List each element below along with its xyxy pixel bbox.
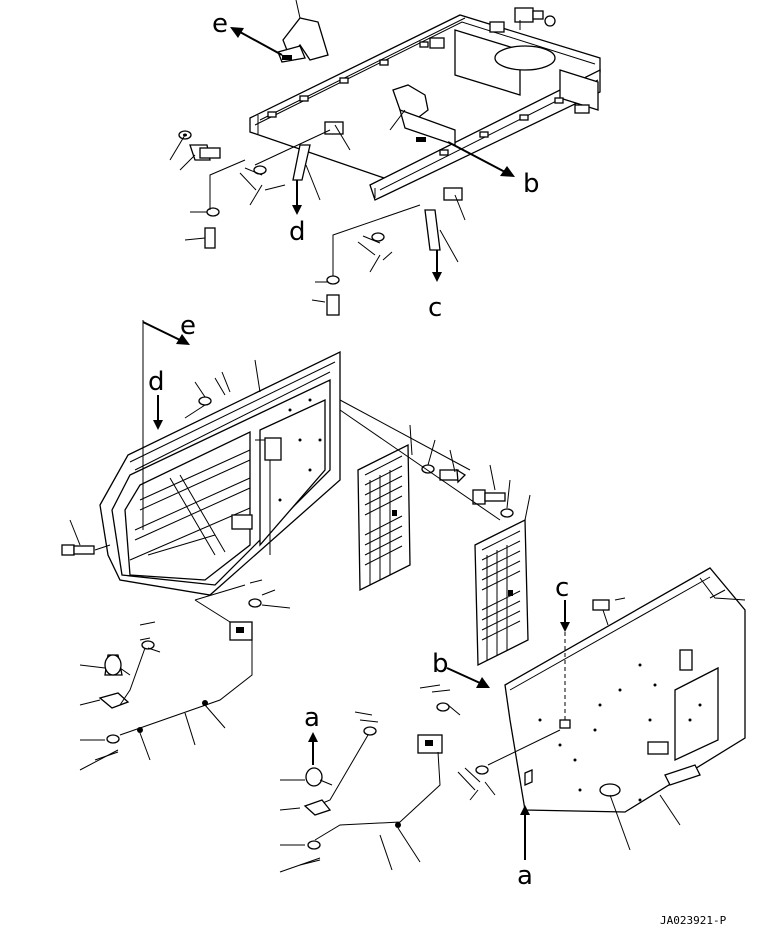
arrow-c-right <box>560 600 570 720</box>
arrow-e-top <box>230 27 283 56</box>
grille-panel-2 <box>474 518 529 667</box>
arrow-a-bottom <box>520 805 530 860</box>
label-d-mid: d <box>148 367 165 397</box>
label-b-right: b <box>432 649 449 679</box>
label-e-top: e <box>212 9 228 39</box>
label-d-top: d <box>289 217 306 247</box>
door-panel-left <box>99 350 341 596</box>
hinge-bracket-left <box>277 0 329 63</box>
label-c-top: c <box>428 293 442 323</box>
label-b-top: b <box>523 169 540 199</box>
latch-assembly-mid <box>279 684 561 873</box>
arrow-b-top <box>447 141 515 177</box>
frame-detail-holes <box>267 21 590 156</box>
fasteners-top-left <box>169 130 246 249</box>
arrow-d-mid <box>153 395 163 430</box>
latch-assembly-left <box>79 579 291 771</box>
side-panel-right <box>504 567 746 813</box>
grille-panel-1 <box>357 443 411 592</box>
grille-fasteners <box>339 399 531 521</box>
label-c-right: c <box>555 573 569 603</box>
fasteners-left-door <box>61 359 261 556</box>
arrow-b-right <box>446 667 490 688</box>
bolt-top-right <box>514 7 556 30</box>
gas-spring-c-top <box>311 187 466 316</box>
drawing-code: JA023921-P <box>660 914 727 927</box>
gas-spring-d-top <box>239 121 351 215</box>
label-a-bottom: a <box>517 861 533 891</box>
arrow-e-mid <box>142 320 190 530</box>
label-e-mid: e <box>180 311 196 341</box>
label-a-mid: a <box>304 703 320 733</box>
